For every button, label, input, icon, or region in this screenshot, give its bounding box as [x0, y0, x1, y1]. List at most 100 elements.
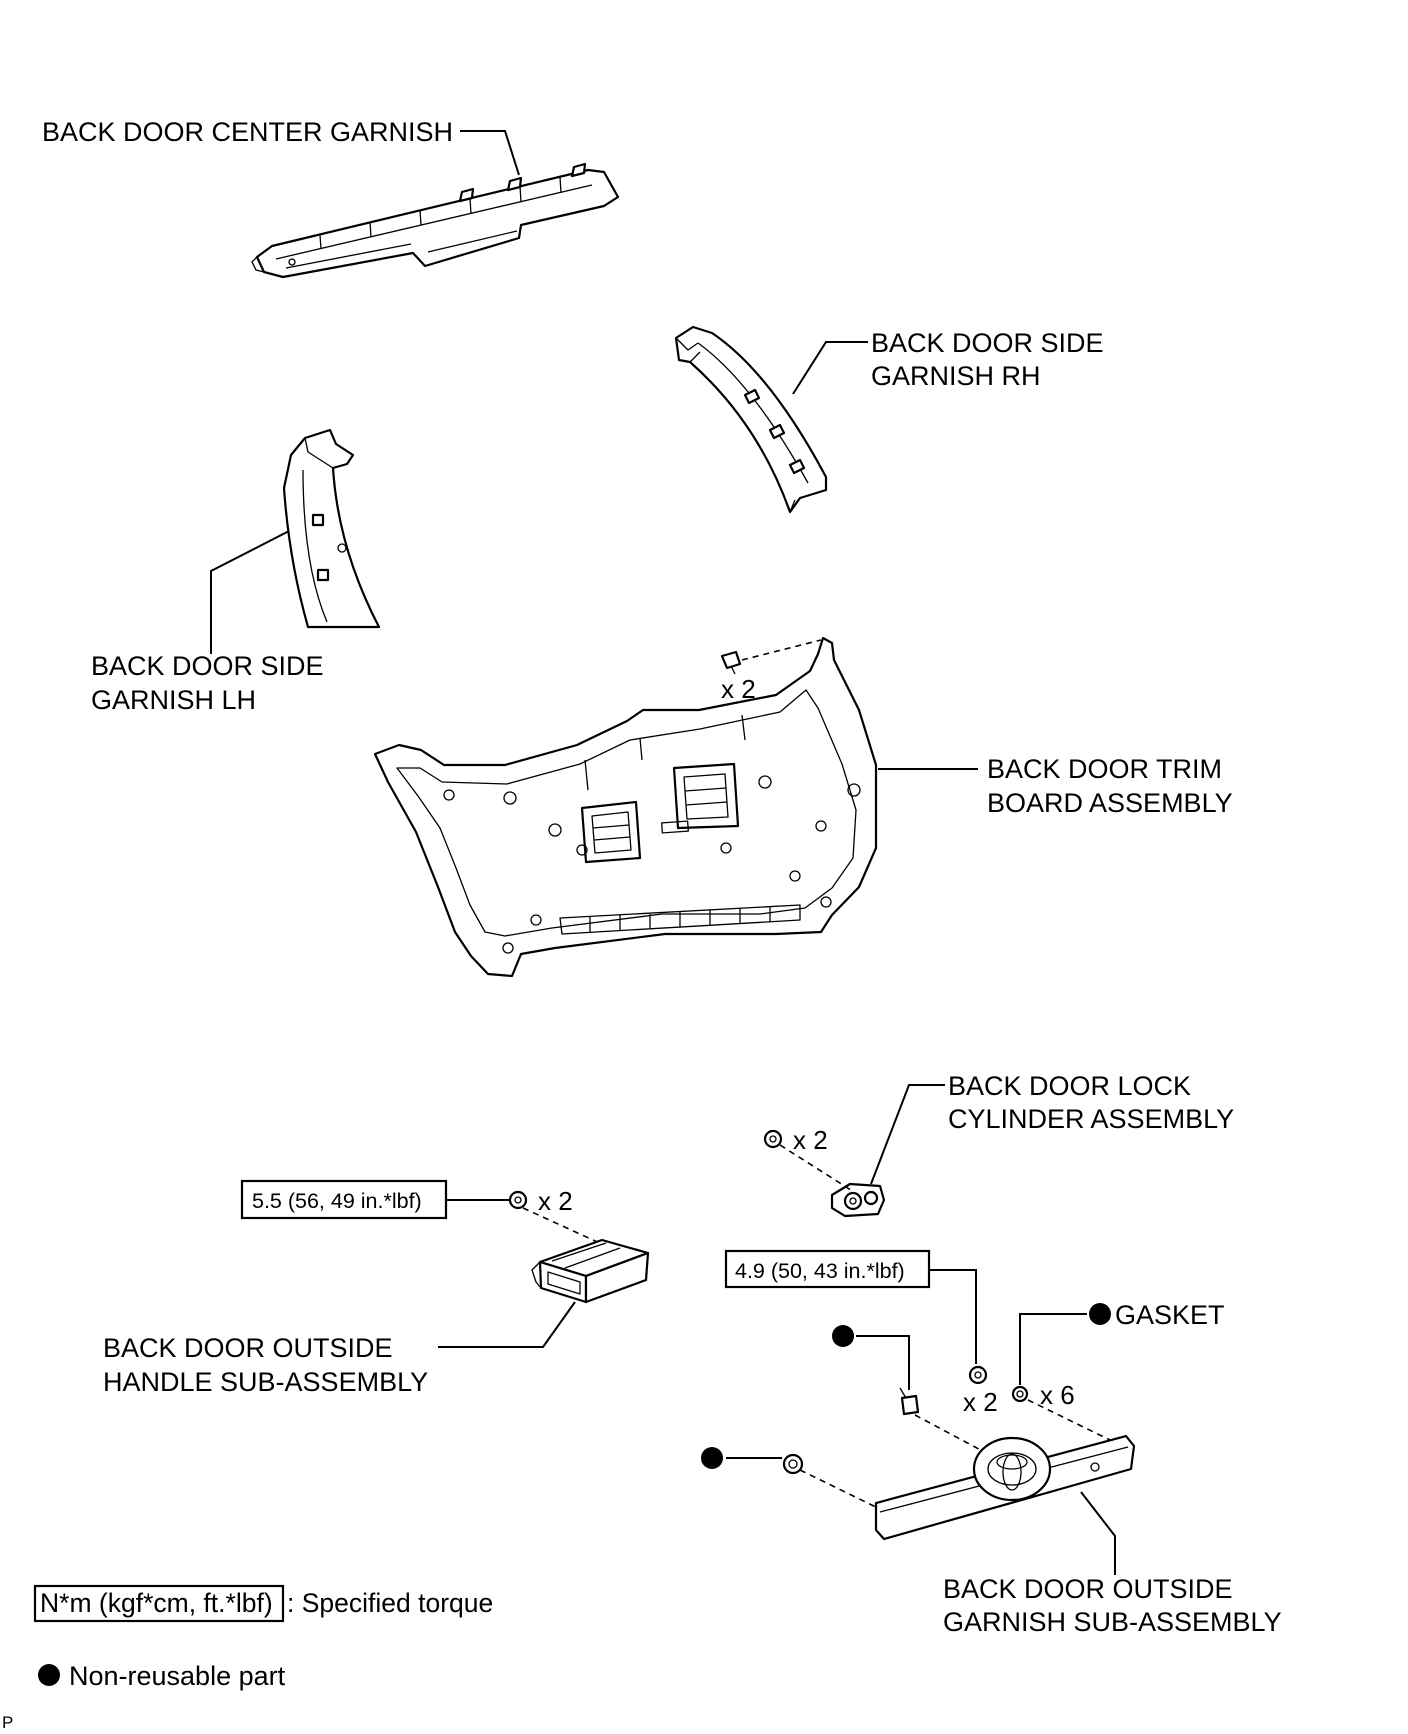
handle-recess-lines [547, 1242, 621, 1295]
outside-garnish-part [874, 1434, 1136, 1541]
handle-bracket-ear [531, 1261, 542, 1289]
trim-board-stiffeners [584, 714, 746, 791]
side-garnish-rh-leader [792, 341, 868, 395]
trim-board-window-left-grid [591, 811, 632, 854]
garnish-torque-leader [929, 1269, 977, 1364]
side-garnish-rh-end-detail [675, 337, 796, 513]
emblem-outer-oval [987, 1452, 1037, 1486]
trim-board-clip-bosses [443, 775, 861, 954]
nut-outline [508, 1190, 528, 1210]
nut-hole [514, 1196, 522, 1204]
center-garnish-end-cap [251, 256, 265, 273]
outside-garnish-label-line2: GARNISH SUB-ASSEMBLY [943, 1607, 1282, 1637]
trim-board-boss [548, 823, 562, 837]
center-garnish-clip-tab [506, 176, 523, 192]
garnish-clip-upper [899, 1387, 920, 1416]
emblem-top-oval [996, 1454, 1028, 1470]
clip-leader-upper [856, 1335, 910, 1390]
handle-side-face [584, 1251, 650, 1304]
trim-board-boss [789, 870, 801, 882]
legend-torque-description: : Specified torque [287, 1588, 493, 1618]
side-garnish-lh-label-line1: BACK DOOR SIDE [91, 651, 324, 681]
center-garnish-inner-edge [275, 184, 593, 260]
side-garnish-lh-label-line2: GARNISH LH [91, 685, 256, 715]
outside-handle-part [531, 1238, 650, 1304]
trim-board-clip-quantity: x 2 [721, 674, 756, 704]
lock-cylinder-keyway [849, 1197, 857, 1205]
nut-hole [974, 1371, 982, 1379]
legend-nonreusable-bullet [38, 1664, 60, 1686]
side-garnish-lh-part [282, 428, 381, 629]
center-garnish-clip-tab [458, 187, 475, 203]
center-garnish-lower-edge [285, 243, 412, 269]
legend-torque-box [33, 1584, 285, 1623]
trim-board-clip [720, 650, 742, 675]
side-garnish-rh-label-line1: BACK DOOR SIDE [871, 328, 1104, 358]
center-garnish-label: BACK DOOR CENTER GARNISH [42, 117, 453, 147]
trim-board-boss [443, 789, 455, 801]
emblem-vertical-oval [1002, 1453, 1022, 1491]
lock-cylinder-nut-quantity: x 2 [793, 1125, 828, 1155]
outside-garnish-label-line1: BACK DOOR OUTSIDE [943, 1574, 1233, 1604]
washer-outline [1011, 1385, 1029, 1403]
legend-torque-unit: N*m (kgf*cm, ft.*lbf) [40, 1588, 273, 1618]
legend-nonreusable-description: Non-reusable part [69, 1661, 286, 1691]
lock-cylinder-boss [863, 1190, 879, 1206]
trim-board-boss [758, 775, 772, 789]
side-garnish-lh-hole [337, 543, 347, 553]
garnish-torque-value: 4.9 (50, 43 in.*lbf) [735, 1259, 905, 1283]
side-garnish-lh-outline [282, 428, 381, 629]
center-garnish-part [251, 162, 620, 279]
corner-mark: P [2, 1713, 13, 1732]
trim-board-boss [576, 844, 588, 856]
gasket-dashed-guide [1027, 1399, 1111, 1441]
gasket-label: GASKET [1115, 1300, 1225, 1330]
lock-cylinder-label-line2: CYLINDER ASSEMBLY [948, 1104, 1234, 1134]
trim-board-label-line2: BOARD ASSEMBLY [987, 788, 1233, 818]
trim-board-window-right-grid [683, 773, 729, 820]
trim-board-window-right [672, 762, 740, 830]
outside-handle-leader [438, 1301, 576, 1348]
clip-head [720, 650, 742, 670]
garnish-nut-quantity: x 2 [963, 1387, 998, 1417]
center-garnish-ribs [319, 176, 562, 250]
outside-garnish-leader [1080, 1491, 1116, 1575]
side-garnish-rh-label-line2: GARNISH RH [871, 361, 1041, 391]
center-garnish-outline [255, 168, 620, 279]
side-garnish-rh-clip-tabs [743, 388, 806, 475]
trim-board-clip-dashed-guide [741, 639, 822, 661]
clip-stem [899, 1387, 907, 1399]
lock-cylinder-nut [763, 1129, 783, 1149]
handle-torque-value: 5.5 (56, 49 in.*lbf) [252, 1189, 422, 1213]
clip-lower-dashed-guide [799, 1469, 883, 1511]
center-garnish-hole [288, 258, 296, 266]
handle-nut-dashed-guide [522, 1207, 605, 1246]
handle-nut-quantity: x 2 [538, 1186, 573, 1216]
handle-torque-box [240, 1179, 448, 1220]
gasket-washer [1011, 1385, 1029, 1403]
lock-cylinder-part [830, 1182, 886, 1218]
outside-handle-label-line1: BACK DOOR OUTSIDE [103, 1333, 393, 1363]
nut-outline [968, 1365, 988, 1385]
clip-head [900, 1394, 920, 1416]
trim-board-bottom-ribs [559, 904, 801, 935]
side-garnish-rh-outline [674, 325, 828, 514]
gasket-quantity: x 6 [1040, 1380, 1075, 1410]
gasket-leader [1019, 1313, 1087, 1385]
trim-board-inner-outline [396, 689, 857, 937]
trim-board-boss [503, 791, 517, 805]
outside-garnish-hole [1090, 1462, 1100, 1472]
trim-board-boss [530, 914, 542, 926]
clip-center [788, 1459, 798, 1469]
clip-upper-dashed-guide [914, 1414, 991, 1456]
handle-nut [508, 1190, 528, 1210]
center-garnish-leader [460, 130, 520, 176]
clip-nonreusable-bullet [701, 1447, 723, 1469]
trim-board-boss [847, 783, 861, 797]
side-garnish-lh-leader [210, 529, 292, 654]
washer-hole [1016, 1390, 1024, 1398]
center-garnish-panel-edge [427, 230, 518, 253]
trim-board-boss [502, 942, 514, 954]
side-garnish-lh-inner-edge [302, 469, 328, 623]
